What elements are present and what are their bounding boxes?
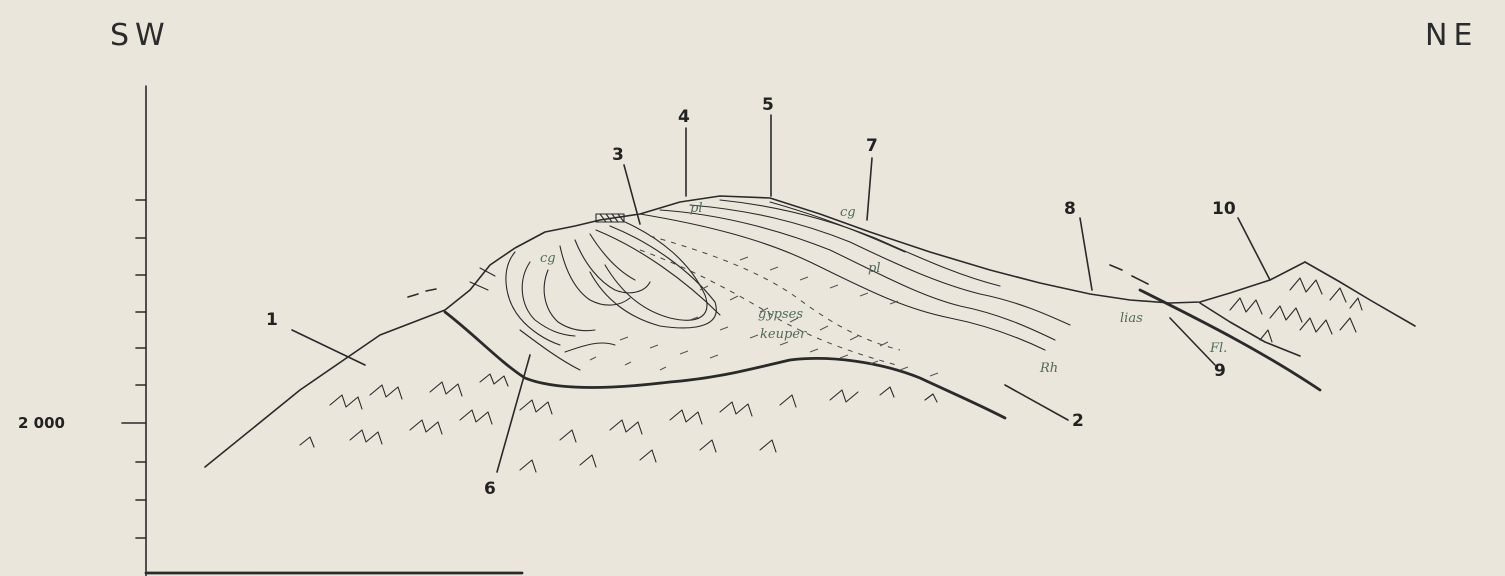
callout-5: 5 bbox=[762, 95, 774, 115]
note-pl-lower: pl bbox=[868, 261, 880, 276]
callout-leaders bbox=[292, 115, 1270, 472]
note-fl: Fl. bbox=[1209, 341, 1227, 356]
callout-2: 2 bbox=[1072, 411, 1084, 431]
topographic-profile bbox=[205, 196, 1305, 467]
eastern-fault-thrust bbox=[1140, 290, 1320, 390]
western-recumbent-folds bbox=[470, 234, 650, 370]
folded-cover-strata bbox=[590, 200, 1070, 366]
thrust-extension-dashed bbox=[408, 289, 436, 297]
note-keuper: keuper bbox=[760, 327, 807, 342]
note-gypses: gypses bbox=[758, 307, 803, 322]
direction-sw-label: SW bbox=[110, 18, 171, 53]
callout-6: 6 bbox=[484, 479, 496, 499]
elevation-scale bbox=[122, 86, 522, 576]
note-cg-left: cg bbox=[540, 251, 556, 266]
note-cg-right: cg bbox=[840, 205, 856, 220]
eastern-fault-dashed bbox=[1110, 265, 1148, 284]
callout-1: 1 bbox=[266, 310, 278, 330]
note-pl: pl bbox=[690, 201, 702, 216]
callout-7: 7 bbox=[866, 136, 878, 156]
elevation-2000-label: 2 000 bbox=[18, 414, 65, 432]
callout-9: 9 bbox=[1214, 361, 1226, 381]
direction-ne-label: NE bbox=[1425, 18, 1478, 53]
callout-4: 4 bbox=[678, 107, 690, 127]
callout-3: 3 bbox=[612, 145, 624, 165]
note-lias: lias bbox=[1120, 311, 1143, 326]
callout-10: 10 bbox=[1212, 199, 1236, 219]
callout-8: 8 bbox=[1064, 199, 1076, 219]
note-rh: Rh bbox=[1039, 361, 1058, 376]
basement-flysch-hatching bbox=[300, 374, 937, 472]
